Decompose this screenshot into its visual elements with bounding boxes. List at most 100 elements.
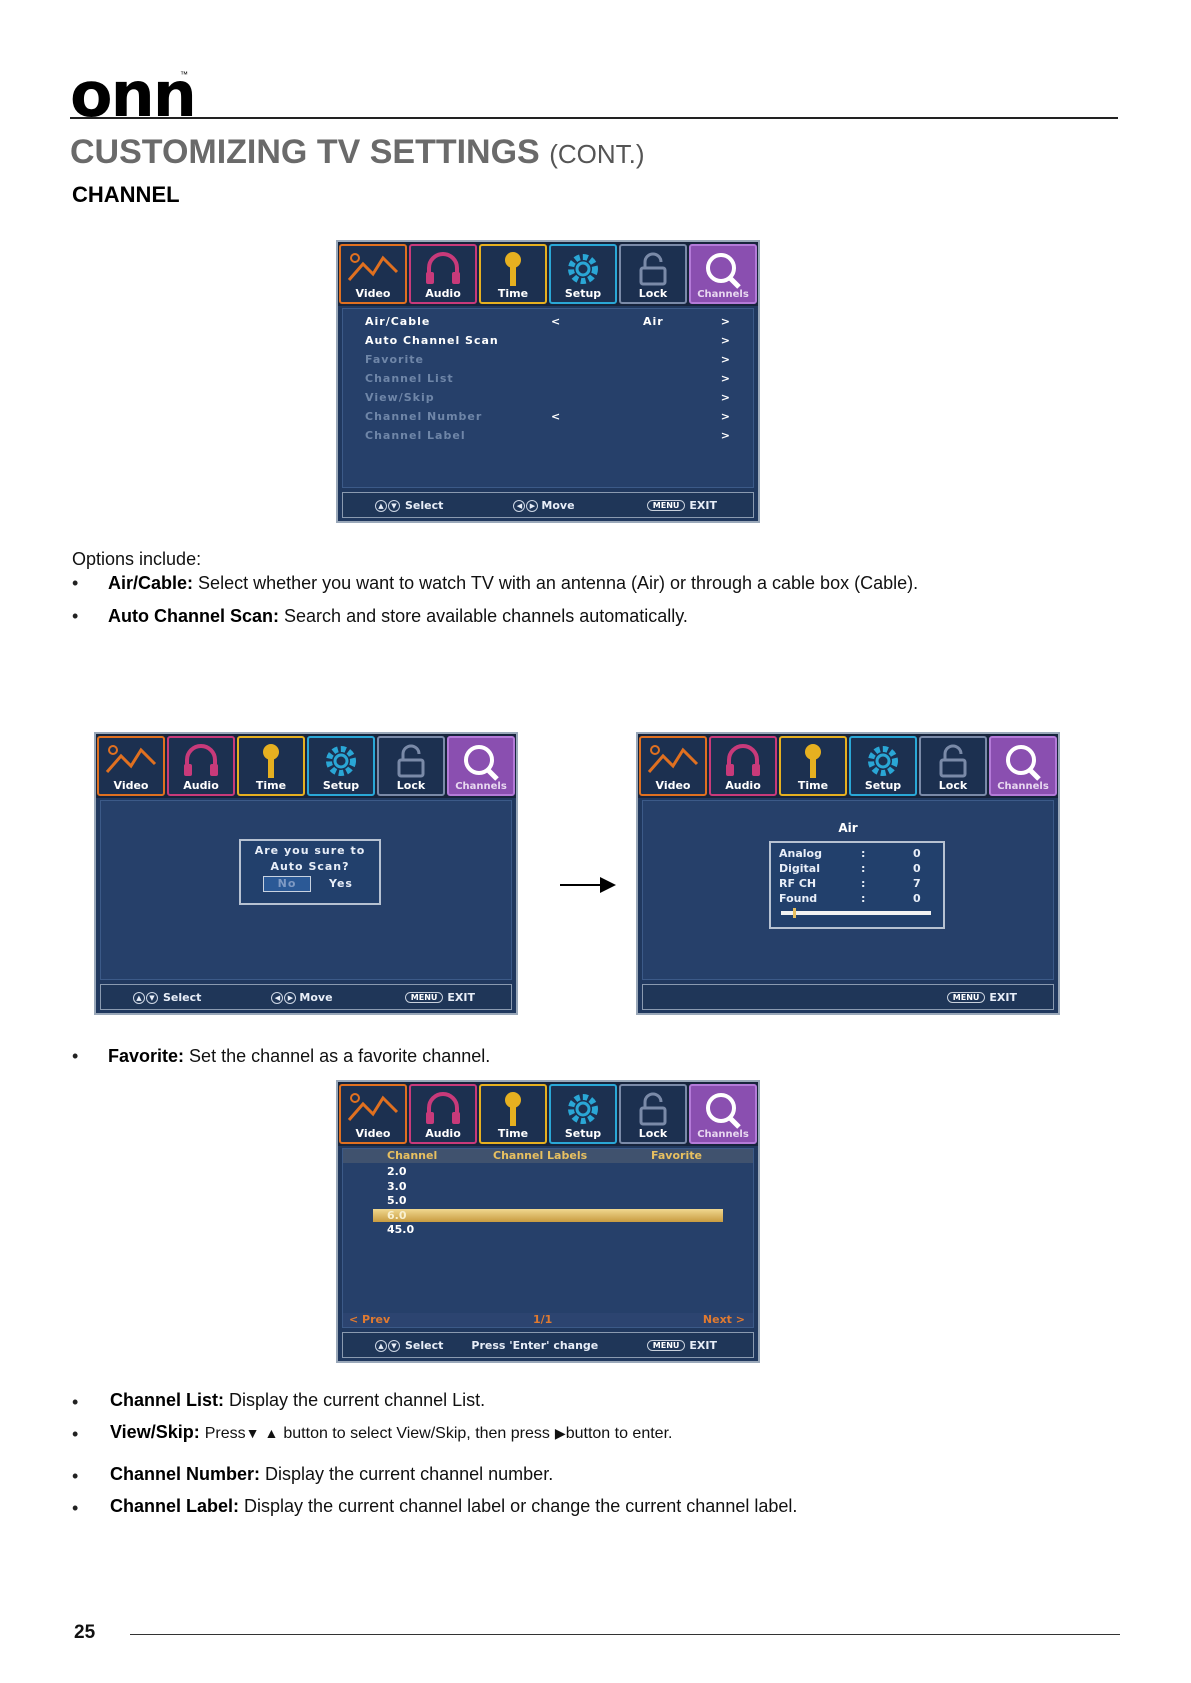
tab-time[interactable]: Time — [479, 244, 547, 304]
tab-label: Time — [497, 287, 529, 300]
dialog-buttons: No Yes — [241, 876, 379, 892]
footer-exit[interactable]: EXIT — [447, 990, 475, 1004]
right-arrow-icon: > — [720, 353, 731, 366]
left-arrow-icon: < — [551, 410, 562, 423]
channel-row[interactable]: 6.0 — [373, 1208, 723, 1222]
menu-row-view-skip[interactable]: View/Skip > — [365, 391, 731, 409]
channel-row[interactable]: 3.0 — [373, 1180, 723, 1193]
yes-button[interactable]: Yes — [329, 877, 353, 890]
tab-lock[interactable]: Lock — [619, 1084, 687, 1144]
tab-channels[interactable]: Channels — [689, 1084, 757, 1144]
tab-setup[interactable]: Setup — [549, 244, 617, 304]
page-number: 25 — [74, 1622, 96, 1643]
channel-row[interactable]: 2.0 — [373, 1165, 723, 1178]
menu-button-icon[interactable]: MENU — [946, 991, 986, 1003]
tab-time[interactable]: Time — [237, 736, 305, 796]
scan-value: 7 — [913, 877, 921, 890]
option-channel-number: Channel Number: Display the current chan… — [110, 1464, 554, 1484]
right-arrow-icon: > — [720, 410, 731, 423]
menu-row-label: Favorite — [365, 353, 424, 366]
channel-row[interactable]: 5.0 — [373, 1194, 723, 1207]
footer-exit[interactable]: EXIT — [689, 1338, 717, 1352]
footer-hint: Press 'Enter' change — [471, 1338, 599, 1352]
bullet: • — [72, 573, 79, 593]
right-arrow-icon: > — [720, 429, 731, 442]
menu-button-icon[interactable]: MENU — [646, 499, 686, 511]
next-page-link[interactable]: Next > — [702, 1313, 745, 1326]
updown-icon: ▲▼ — [375, 498, 401, 512]
tab-label: Channels — [455, 781, 507, 792]
no-button[interactable]: No — [263, 876, 311, 892]
dialog-line1: Are you sure to — [254, 844, 366, 857]
menu-row-air-cable[interactable]: Air/Cable<Air> — [365, 315, 731, 333]
menu-row-label: View/Skip — [365, 391, 435, 404]
menu-row-value: Air — [643, 315, 664, 328]
option-view-skip: View/Skip: Press▼ ▲ button to select Vie… — [110, 1422, 673, 1442]
tab-lock[interactable]: Lock — [619, 244, 687, 304]
tab-label: Audio — [183, 779, 219, 792]
tab-channels[interactable]: Channels — [447, 736, 515, 796]
tab-channels[interactable]: Channels — [989, 736, 1057, 796]
menu-row-auto-channel-scan[interactable]: Auto Channel Scan> — [365, 334, 731, 352]
scan-row-found: Found:0 — [779, 892, 929, 905]
scan-sep: : — [861, 847, 866, 860]
tab-channels[interactable]: Channels — [689, 244, 757, 304]
tab-label: Video — [655, 779, 691, 792]
channel-row[interactable]: 45.0 — [373, 1223, 723, 1236]
menu-row-channel-label[interactable]: Channel Label> — [365, 429, 731, 447]
tab-setup[interactable]: Setup — [549, 1084, 617, 1144]
tab-label: Audio — [425, 287, 461, 300]
option-auto-scan: Auto Channel Scan: Search and store avai… — [108, 606, 688, 626]
tab-audio[interactable]: Audio — [409, 244, 477, 304]
tab-video[interactable]: Video — [639, 736, 707, 796]
tab-video[interactable]: Video — [339, 1084, 407, 1144]
tab-audio[interactable]: Audio — [709, 736, 777, 796]
trademark: ™ — [180, 70, 188, 79]
menu-button-icon[interactable]: MENU — [646, 1339, 686, 1351]
tab-label: Setup — [564, 1127, 602, 1140]
scan-value: 0 — [913, 892, 921, 905]
scan-sep: : — [861, 862, 866, 875]
right-arrow-icon: > — [720, 334, 731, 347]
page-title: CUSTOMIZING TV SETTINGS (CONT.) — [70, 133, 645, 171]
tab-lock[interactable]: Lock — [919, 736, 987, 796]
brand-logo: onn — [70, 58, 197, 131]
scan-row-rf-ch: RF CH:7 — [779, 877, 929, 890]
menu-row-channel-list[interactable]: Channel List> — [365, 372, 731, 390]
channel-number: 45.0 — [387, 1223, 415, 1236]
tab-time[interactable]: Time — [479, 1084, 547, 1144]
footer-exit[interactable]: EXIT — [689, 498, 717, 512]
tab-video[interactable]: Video — [97, 736, 165, 796]
down-triangle-icon: ▼ — [245, 1425, 260, 1441]
scan-value: 0 — [913, 847, 921, 860]
leftright-icon: ◀▶ — [271, 990, 297, 1004]
prev-page-link[interactable]: < Prev — [349, 1313, 391, 1326]
tab-label: Video — [355, 287, 391, 300]
leftright-icon: ◀▶ — [513, 498, 539, 512]
tab-setup[interactable]: Setup — [849, 736, 917, 796]
tab-label: Channels — [697, 1129, 749, 1140]
tab-audio[interactable]: Audio — [409, 1084, 477, 1144]
tab-time[interactable]: Time — [779, 736, 847, 796]
menu-row-favorite[interactable]: Favorite > — [365, 353, 731, 371]
tab-audio[interactable]: Audio — [167, 736, 235, 796]
menu-row-channel-number[interactable]: Channel Number<> — [365, 410, 731, 428]
tab-setup[interactable]: Setup — [307, 736, 375, 796]
menu-button-icon[interactable]: MENU — [404, 991, 444, 1003]
tab-video[interactable]: Video — [339, 244, 407, 304]
right-arrow-icon: > — [720, 391, 731, 404]
footer-exit[interactable]: EXIT — [989, 990, 1017, 1004]
tab-label: Video — [355, 1127, 391, 1140]
tab-lock[interactable]: Lock — [377, 736, 445, 796]
channel-number: 3.0 — [387, 1179, 407, 1193]
left-arrow-icon: < — [551, 315, 562, 328]
